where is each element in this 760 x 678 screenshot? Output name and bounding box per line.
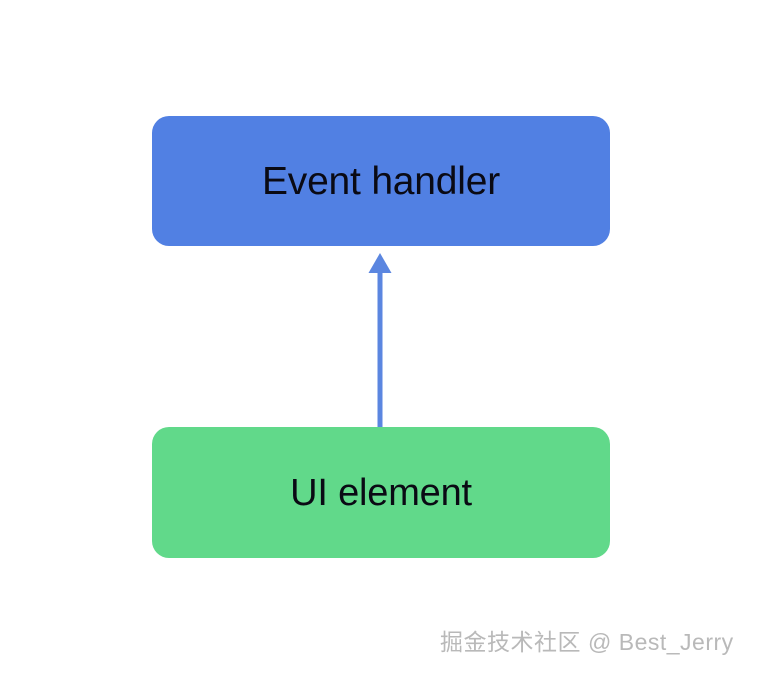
- watermark-handle: @ Best_Jerry: [588, 628, 734, 655]
- arrow-up-icon: [368, 253, 392, 432]
- edge-ui-element-to-event-handler: [352, 248, 408, 432]
- watermark-community: 掘金技术社区: [440, 628, 581, 655]
- node-event-handler-label: Event handler: [261, 159, 501, 203]
- node-ui-element-label: UI element: [290, 471, 472, 514]
- watermark: 掘金技术社区 @ Best_Jerry: [440, 624, 760, 660]
- arrow-head: [368, 253, 392, 273]
- node-event-handler[interactable]: Event handler: [152, 116, 610, 246]
- node-ui-element[interactable]: UI element: [152, 427, 610, 558]
